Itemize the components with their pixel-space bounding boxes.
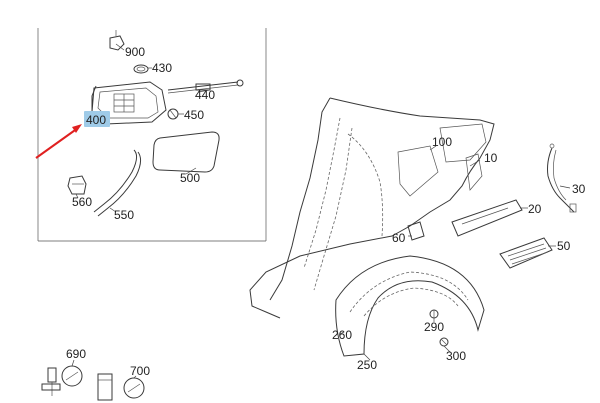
callout-100[interactable]: 100	[432, 135, 452, 149]
part-690-bolt[interactable]	[41, 365, 83, 396]
callout-30[interactable]: 30	[572, 182, 586, 196]
inset-frame	[37, 28, 267, 242]
part-550-drain-hose[interactable]	[93, 149, 142, 217]
callout-500[interactable]: 500	[180, 171, 200, 185]
part-500-fuel-door[interactable]	[152, 131, 220, 173]
part-260-wheel-arch-liner[interactable]	[335, 255, 485, 357]
callout-50[interactable]: 50	[557, 239, 571, 253]
callout-550[interactable]: 550	[114, 208, 134, 222]
part-430-ring[interactable]	[133, 64, 149, 74]
callout-10[interactable]: 10	[484, 151, 498, 165]
part-60-bracket[interactable]	[407, 221, 425, 241]
callout-450[interactable]: 450	[184, 108, 204, 122]
part-290-fastener[interactable]	[429, 309, 439, 319]
callout-440[interactable]: 440	[195, 88, 215, 102]
callout-560[interactable]: 560	[72, 195, 92, 209]
callout-260[interactable]: 260	[332, 328, 352, 342]
callout-250[interactable]: 250	[357, 358, 377, 372]
part-50-vent-grille[interactable]	[499, 237, 553, 269]
callout-430[interactable]: 430	[152, 61, 172, 75]
callout-290[interactable]: 290	[424, 320, 444, 334]
part-560-bracket[interactable]	[67, 175, 87, 195]
callout-60[interactable]: 60	[392, 231, 406, 245]
callout-20[interactable]: 20	[528, 202, 542, 216]
pointer-arrow	[35, 124, 82, 159]
part-20-reinforcement[interactable]	[451, 199, 523, 237]
part-900-clip[interactable]	[109, 30, 125, 51]
callout-300[interactable]: 300	[446, 349, 466, 363]
part-450-stop[interactable]	[167, 108, 179, 120]
callout-690[interactable]: 690	[66, 347, 86, 361]
leader-lines	[71, 43, 571, 379]
part-400-filler-housing[interactable]	[91, 81, 167, 125]
part-30-wiring[interactable]	[547, 143, 577, 213]
part-10-tail-section[interactable]	[465, 153, 483, 191]
highlight-400	[84, 111, 110, 127]
part-300-screw[interactable]	[439, 337, 449, 347]
part-100-quarter-panel[interactable]	[249, 97, 495, 319]
callout-700[interactable]: 700	[130, 364, 150, 378]
callout-400[interactable]: 400	[86, 113, 106, 127]
callout-900[interactable]: 900	[125, 45, 145, 59]
part-440-cable[interactable]	[167, 79, 244, 94]
